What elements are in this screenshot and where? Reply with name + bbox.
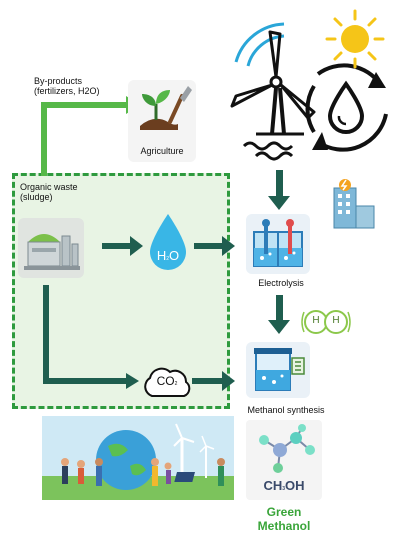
ch3oh-label: CH3OH [263,478,305,493]
organic-waste-label: Organic waste (sludge) [20,182,78,202]
community-illustration [42,416,234,500]
arrow-plant-to-co2 [43,285,139,389]
co2-cloud-icon [144,367,191,397]
byproducts-label: By-products (fertilizers, H2O) [34,76,100,96]
co2-label: CO2 [156,374,178,388]
hydrogen-molecule-icon [301,310,351,334]
arrow-plant-to-water [102,236,143,256]
arrow-water-to-electrolysis [194,236,235,256]
methanol-synthesis-label: Methanol synthesis [247,405,325,415]
community-scene [42,423,234,500]
power-station-icon [333,179,375,229]
methanol-molecule-icon [259,424,315,473]
arrow-electrolysis-to-synthesis [268,295,290,334]
plant-shovel-icon [140,86,192,130]
water-drop-icon [150,214,186,270]
hydrogen-left-label: H [312,315,320,326]
biogas-plant-icon [24,234,80,270]
electrolysis-label: Electrolysis [258,278,304,288]
h2o-label: H2O [156,248,180,263]
methanol-molecule-card [246,420,322,500]
sun-icon [325,9,385,69]
water-cycle-icon [305,63,388,152]
wind-turbine-icon [230,22,388,161]
arrow-turbine-to-electrolysis [268,170,290,210]
hydrogen-right-label: H [332,315,340,326]
electrolyzer-icon [253,219,303,267]
arrow-co2-to-synthesis [192,371,235,391]
agriculture-label: Agriculture [140,146,184,156]
methanol-reactor-icon [254,348,305,391]
green-methanol-title: Green Methanol [257,505,311,533]
